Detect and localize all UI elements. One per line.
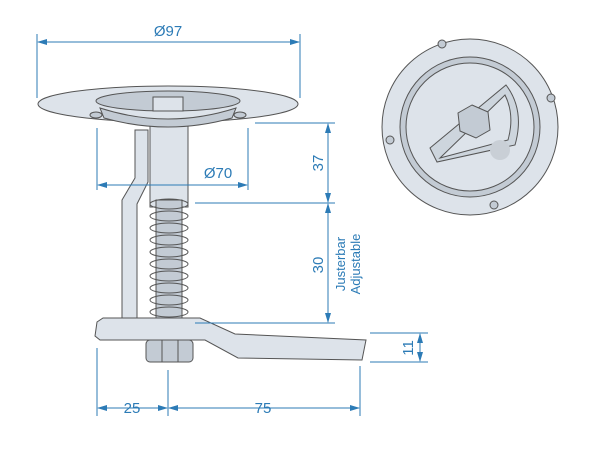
dim-height-upper: 37 — [310, 155, 327, 172]
dimension-lines — [36, 34, 428, 416]
dim-offset-left: 25 — [124, 400, 141, 417]
dim-lever-thickness: 11 — [400, 340, 417, 356]
note-adjustable: Adjustable — [348, 234, 363, 295]
dim-lever-length: 75 — [255, 400, 272, 417]
hex-head-top — [457, 104, 491, 139]
dim-height-adjustable: 30 — [310, 257, 327, 274]
note-justerbar: Justerbar — [333, 236, 348, 291]
spring-coil — [149, 294, 189, 306]
bracket — [121, 129, 149, 321]
dim-recess-diameter: Ø70 — [204, 165, 232, 182]
dimension-labels: Ø97 Ø70 37 30 Justerbar Adjustable 11 25… — [124, 23, 417, 417]
spring-coil — [149, 234, 189, 246]
spring-coil — [149, 198, 189, 210]
spring-coil — [149, 246, 189, 258]
dim-flange-diameter: Ø97 — [154, 23, 182, 40]
spring-coil — [149, 270, 189, 282]
spring — [149, 198, 189, 330]
nut — [145, 339, 194, 363]
spring-coil — [149, 222, 189, 234]
threaded-rod — [155, 199, 183, 329]
hex-head — [152, 96, 184, 112]
spring-coil — [149, 306, 189, 318]
side-view — [37, 85, 367, 363]
spring-coil — [149, 258, 189, 270]
flange-hole-left — [89, 111, 103, 119]
spring-coil — [149, 210, 189, 222]
spring-coil — [149, 282, 189, 294]
shaft — [149, 121, 189, 208]
top-view — [381, 38, 559, 216]
lever-plate — [94, 317, 367, 361]
flange-hole-right — [233, 111, 247, 119]
